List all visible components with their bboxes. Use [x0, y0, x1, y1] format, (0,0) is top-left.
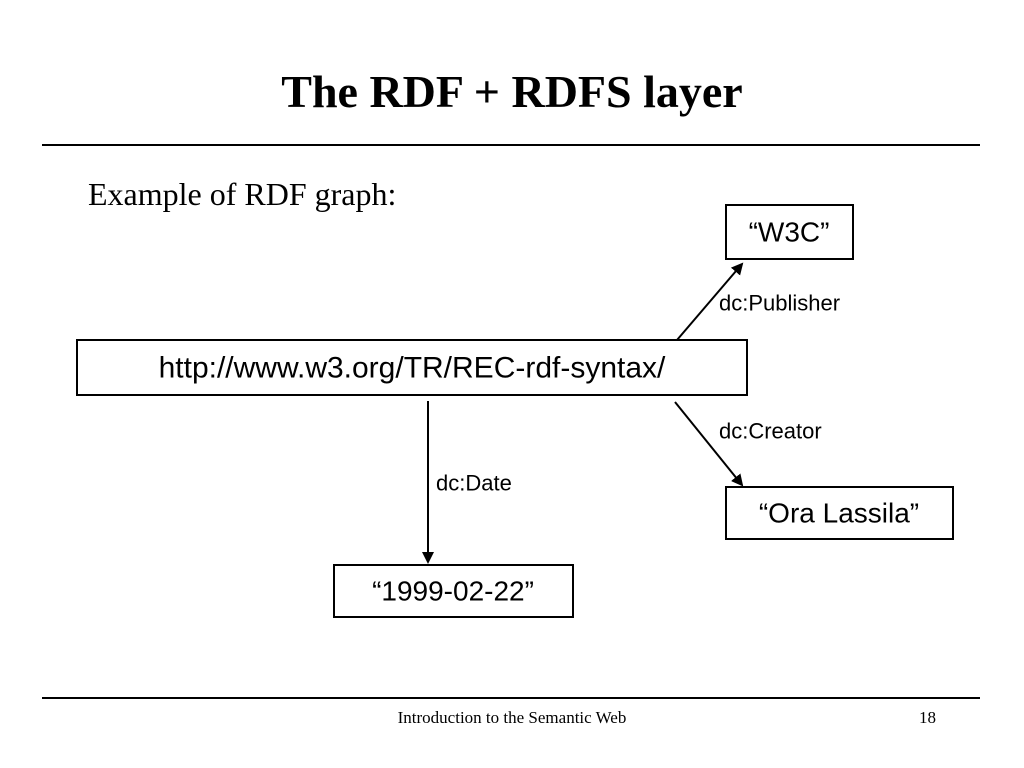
node-publisher-label: “W3C” — [749, 217, 830, 248]
node-date-label: “1999-02-22” — [372, 576, 534, 607]
node-publisher-literal: “W3C” — [725, 204, 854, 260]
edge-publisher-arrow — [676, 262, 744, 341]
node-creator-label: “Ora Lassila” — [759, 498, 919, 529]
node-resource: http://www.w3.org/TR/REC-rdf-syntax/ — [76, 339, 748, 396]
slide-title: The RDF + RDFS layer — [281, 66, 743, 117]
edge-date-label: dc:Date — [436, 471, 512, 496]
footer-title: Introduction to the Semantic Web — [397, 708, 627, 727]
node-resource-label: http://www.w3.org/TR/REC-rdf-syntax/ — [159, 352, 666, 385]
footer-divider — [42, 697, 980, 699]
footer-page-number: 18 — [919, 708, 936, 727]
node-creator-literal: “Ora Lassila” — [725, 486, 954, 540]
node-date-literal: “1999-02-22” — [333, 564, 574, 618]
slide-subheading: Example of RDF graph: — [88, 176, 397, 212]
title-divider — [42, 144, 980, 146]
edge-creator-arrow — [674, 401, 744, 487]
edge-publisher-label: dc:Publisher — [719, 291, 840, 316]
edge-creator-label: dc:Creator — [719, 419, 822, 444]
